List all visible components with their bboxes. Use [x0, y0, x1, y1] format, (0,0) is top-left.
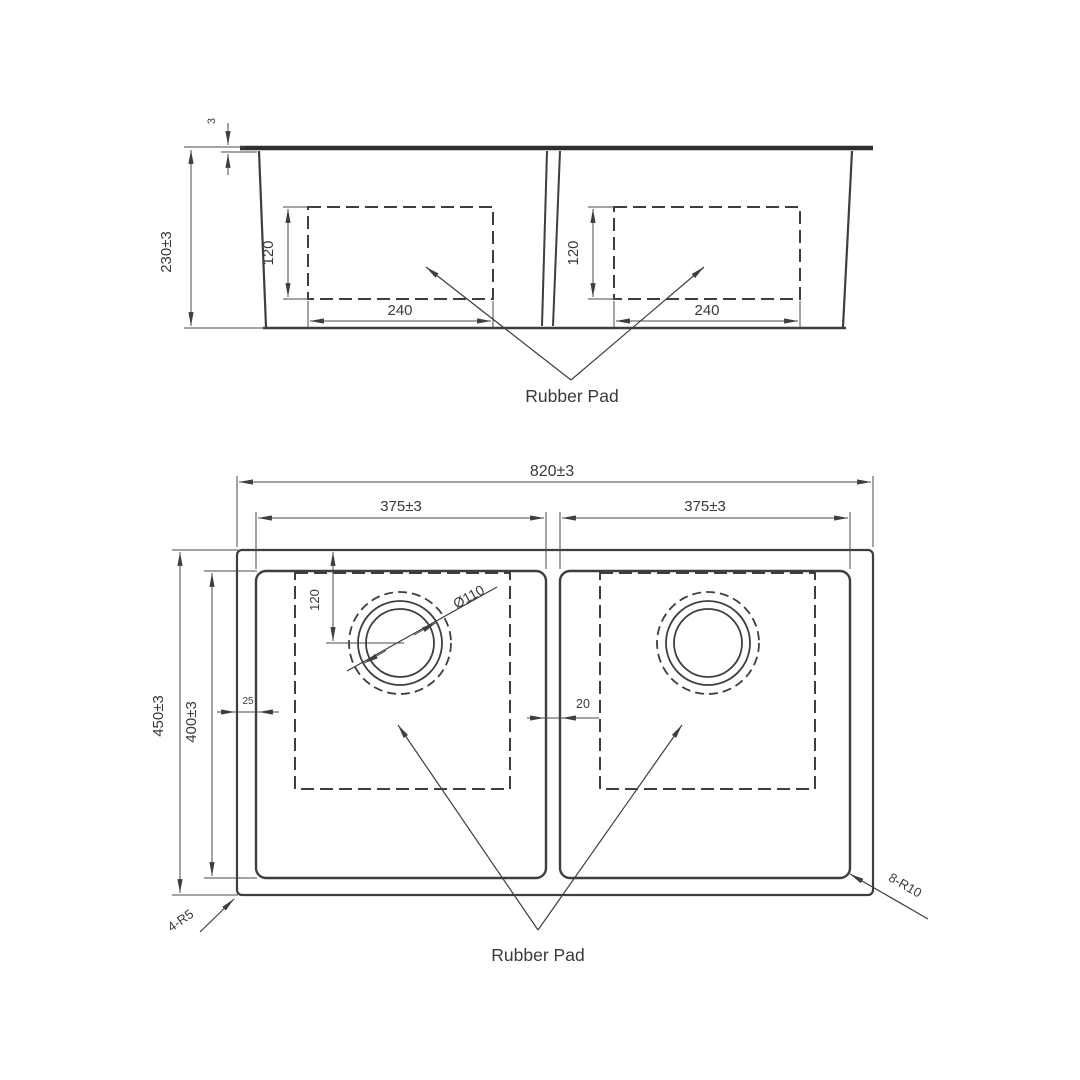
- elevation-view: 3 230±3 120 240 120: [158, 118, 873, 406]
- rubber-pad-label-elevation: Rubber Pad: [525, 386, 618, 406]
- rubber-pad-left-outline: [307, 206, 494, 300]
- rubber-pad-left-plan-outline: [294, 572, 511, 790]
- outer-corner-radius-label: 4-R5: [165, 906, 197, 934]
- bowl-corner-radius-label: 8-R10: [886, 870, 924, 901]
- right-bowl-width-label: 375±3: [684, 498, 726, 515]
- left-bowl-width-label: 375±3: [380, 498, 422, 515]
- right-pad-width-label: 240: [694, 302, 719, 319]
- left-bowl-outline: [254, 569, 548, 880]
- right-bowl-outline: [558, 569, 852, 880]
- dim-right-pad-height: 120: [565, 206, 617, 300]
- rim-margin-label: 25: [242, 696, 254, 707]
- rubber-pad-label-plan: Rubber Pad: [491, 945, 584, 965]
- dim-left-pad-width: 240: [307, 301, 494, 327]
- rubber-pad-callout-elevation: Rubber Pad: [425, 266, 705, 406]
- drain-offset-label: 120: [307, 589, 322, 611]
- plan-view: 820±3 375±3 375±3 450±3 400±: [150, 463, 929, 965]
- dim-right-bowl-width: 375±3: [559, 498, 851, 569]
- rubber-pad-right-plan-outline: [599, 572, 816, 790]
- drain-diameter-label: Ø110: [450, 581, 487, 611]
- divider-right-line: [552, 150, 561, 327]
- overall-depth-label: 450±3: [150, 695, 167, 737]
- dim-divider-width: 20: [527, 697, 599, 721]
- dim-rim-margin: 25: [217, 696, 279, 715]
- left-pad-width-label: 240: [387, 302, 412, 319]
- bowl-depth-label: 400±3: [183, 701, 200, 743]
- dim-bowl-depth: 400±3: [183, 570, 257, 879]
- left-pad-height-label: 120: [260, 240, 277, 265]
- dim-overall-depth: 450±3: [150, 549, 238, 896]
- divider-width-label: 20: [576, 697, 590, 711]
- right-wall-line: [841, 150, 854, 328]
- outer-rim-outline: [235, 548, 875, 897]
- outer-corner-radius-callout: 4-R5: [165, 898, 235, 935]
- dim-overall-height: 230±3: [158, 146, 265, 329]
- dim-overall-width: 820±3: [236, 463, 874, 547]
- overall-width-label: 820±3: [530, 463, 574, 480]
- overall-height-label: 230±3: [158, 231, 175, 273]
- dim-left-pad-height: 120: [260, 206, 311, 300]
- dim-rim-thickness: 3: [206, 118, 257, 175]
- dim-right-pad-width: 240: [613, 301, 801, 327]
- rubber-pad-right-outline: [613, 206, 801, 300]
- right-pad-height-label: 120: [565, 240, 582, 265]
- divider-left-line: [541, 150, 548, 327]
- right-drain: [656, 591, 760, 695]
- rubber-pad-callout-plan: Rubber Pad: [397, 724, 683, 965]
- dim-left-bowl-width: 375±3: [255, 498, 547, 569]
- left-wall-line: [257, 150, 268, 328]
- rim-thickness-label: 3: [206, 118, 218, 124]
- dim-drain-offset: 120: [307, 551, 404, 644]
